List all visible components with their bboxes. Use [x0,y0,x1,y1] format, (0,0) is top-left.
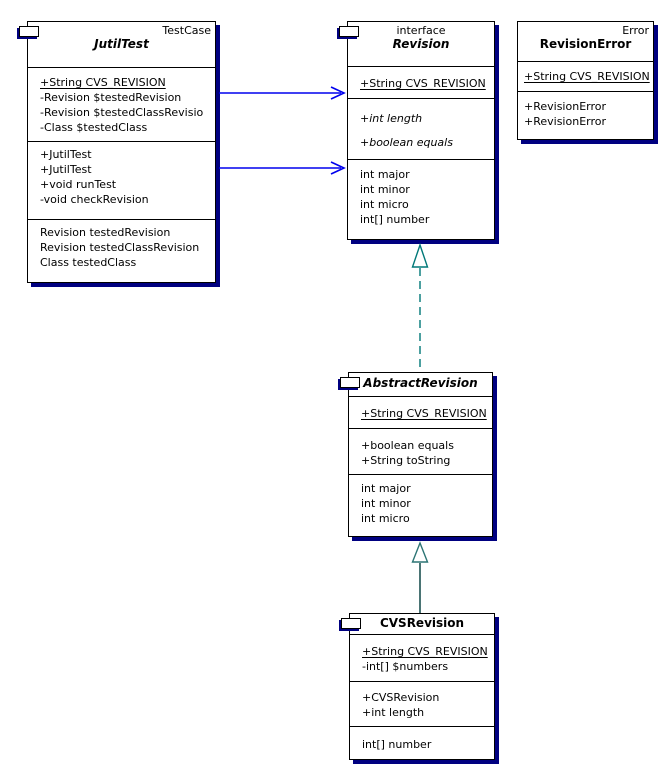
method-line: +RevisionError [524,115,607,128]
property-line: int[] number [362,738,432,751]
attribute-line: -int[] $numbers [362,660,449,673]
attribute-line: +String CVS_REVISION [524,70,650,83]
generalization-connector [411,541,429,613]
dependency-arrow [219,161,346,175]
superclass-label: Error [622,24,649,37]
attribute-line: +String CVS_REVISION [360,77,486,90]
class-name: JutilTest [94,37,149,51]
method-line: +boolean equals [360,136,453,149]
property-line: int major [360,168,410,181]
method-line: +JutilTest [40,148,92,161]
method-line: +CVSRevision [362,691,440,704]
property-line: int minor [360,183,410,196]
attribute-line: -Revision $testedRevision [40,91,182,104]
class-box-jutiltest[interactable]: TestCase JutilTest +String CVS_REVISION … [19,21,216,283]
property-line: int micro [360,198,409,211]
method-line: -void checkRevision [40,193,149,206]
dependency-arrow [219,86,346,100]
class-icon [340,377,360,388]
attribute-line: +String CVS_REVISION [361,407,487,420]
method-line: +int length [360,112,423,125]
class-name: RevisionError [539,37,632,51]
method-line: +JutilTest [40,163,92,176]
method-line: +RevisionError [524,100,607,113]
property-line: int major [361,482,411,495]
property-line: int micro [361,512,410,525]
class-box-revisionerror[interactable]: Error RevisionError +String CVS_REVISION… [517,21,654,140]
property-line: Class testedClass [40,256,137,269]
realization-connector [411,242,429,372]
method-line: +int length [362,706,425,719]
class-box-cvsrevision[interactable]: CVSRevision +String CVS_REVISION -int[] … [341,613,495,760]
class-name: Revision [392,37,450,51]
attribute-line: +String CVS_REVISION [40,76,166,89]
attribute-line: -Class $testedClass [40,121,148,134]
attribute-line: -Revision $testedClassRevisio [40,106,204,119]
class-box-abstractrevision[interactable]: AbstractRevision +String CVS_REVISION +b… [340,372,493,537]
class-box-revision[interactable]: interface Revision +String CVS_REVISION … [339,21,495,240]
property-line: int[] number [360,213,430,226]
method-line: +String toString [361,454,451,467]
superclass-label: TestCase [162,24,211,37]
class-icon [341,618,361,629]
method-line: +boolean equals [361,439,454,452]
property-line: int minor [361,497,411,510]
method-line: +void runTest [40,178,117,191]
property-line: Revision testedClassRevision [40,241,200,254]
class-icon [19,26,39,37]
attribute-line: +String CVS_REVISION [362,645,488,658]
class-name: CVSRevision [379,616,465,630]
class-name: AbstractRevision [363,376,478,390]
property-line: Revision testedRevision [40,226,171,239]
class-icon [339,26,359,37]
stereotype-label: interface [396,24,446,37]
